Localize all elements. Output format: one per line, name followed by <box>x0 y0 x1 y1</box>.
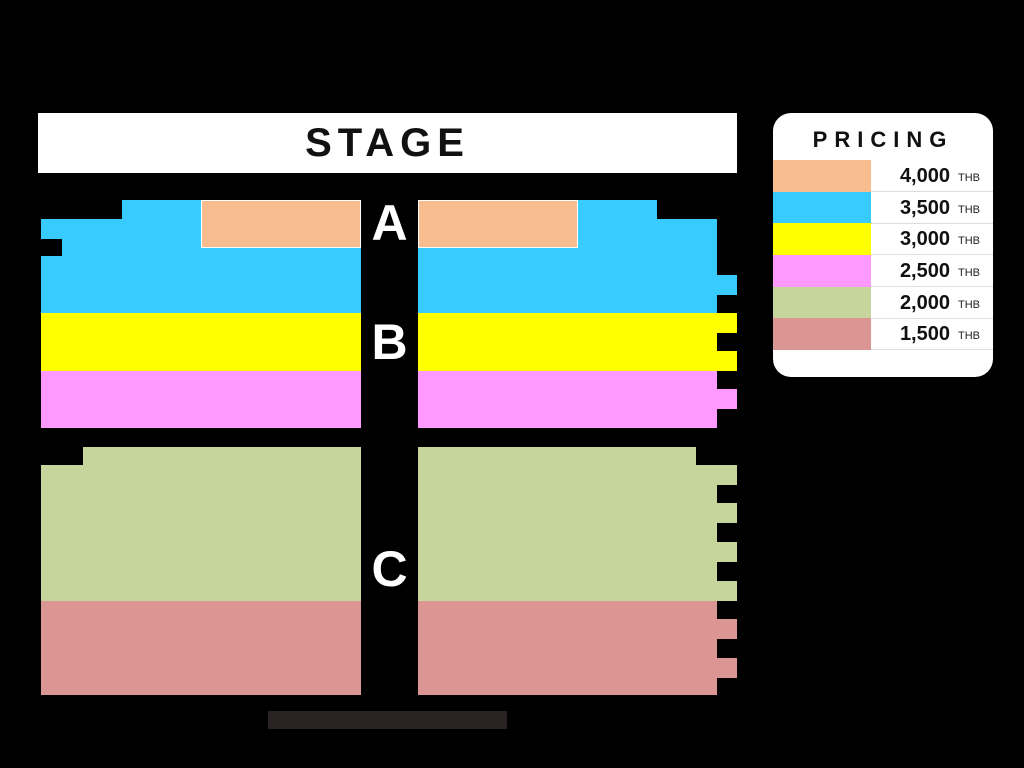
price-currency: THB <box>958 299 980 311</box>
control-booth <box>268 711 507 729</box>
zone-3000-right[interactable] <box>418 313 717 371</box>
zone-2000-right[interactable] <box>717 503 737 523</box>
pricing-legend: PRICING 4,000 THB 3,500 THB 3,000 THB 2,… <box>773 113 993 377</box>
pricing-row: 1,500 THB <box>773 318 993 350</box>
price-currency: THB <box>958 204 980 216</box>
price-value: 2,000 <box>899 292 950 314</box>
zone-2500-right[interactable] <box>418 371 717 428</box>
pricing-row: 3,000 THB <box>773 223 993 255</box>
pricing-row: 2,000 THB <box>773 287 993 319</box>
zone-3500-left[interactable] <box>41 256 361 313</box>
section-b-label: B <box>371 314 408 370</box>
price-currency: THB <box>958 172 980 184</box>
zone-2000-right[interactable] <box>418 447 696 465</box>
zone-2000-right[interactable] <box>717 581 737 601</box>
zone-2000-right[interactable] <box>418 465 717 601</box>
price-swatch <box>773 318 871 350</box>
zone-1500-right[interactable] <box>717 658 737 678</box>
price-currency: THB <box>958 267 980 279</box>
zone-3500-right[interactable] <box>717 275 737 295</box>
price-value: 4,000 <box>899 165 950 187</box>
zone-2000-right[interactable] <box>717 542 737 562</box>
price-value: 3,500 <box>899 197 950 219</box>
pricing-row: 3,500 THB <box>773 192 993 224</box>
price-value: 3,000 <box>899 228 950 250</box>
pricing-title: PRICING <box>812 127 954 152</box>
price-swatch <box>773 223 871 255</box>
price-swatch <box>773 192 871 224</box>
price-currency: THB <box>958 330 980 342</box>
zone-4000-right[interactable] <box>418 200 578 248</box>
zone-1500-right[interactable] <box>418 601 717 695</box>
price-currency: THB <box>958 235 980 247</box>
price-swatch <box>773 160 871 192</box>
zone-2000-right[interactable] <box>717 465 737 485</box>
zone-3000-right[interactable] <box>717 351 737 371</box>
zone-3000-right[interactable] <box>717 313 737 333</box>
section-c-label: C <box>371 541 408 597</box>
price-swatch <box>773 255 871 287</box>
price-swatch <box>773 287 871 319</box>
zone-1500-right[interactable] <box>717 619 737 639</box>
pricing-row: 4,000 THB <box>773 160 993 192</box>
zone-1500-left[interactable] <box>41 601 361 695</box>
stage: STAGE <box>38 113 737 173</box>
zone-2000-left[interactable] <box>83 447 361 465</box>
zone-2500-left[interactable] <box>41 371 361 428</box>
zone-4000-left[interactable] <box>201 200 361 248</box>
stage-label: STAGE <box>305 120 470 165</box>
section-a-label: A <box>371 195 408 251</box>
zone-2000-left[interactable] <box>41 465 361 601</box>
zone-3000-left[interactable] <box>41 313 361 371</box>
price-value: 1,500 <box>899 323 950 345</box>
pricing-row: 2,500 THB <box>773 255 993 287</box>
zone-2500-right[interactable] <box>717 389 737 409</box>
price-value: 2,500 <box>899 260 950 282</box>
